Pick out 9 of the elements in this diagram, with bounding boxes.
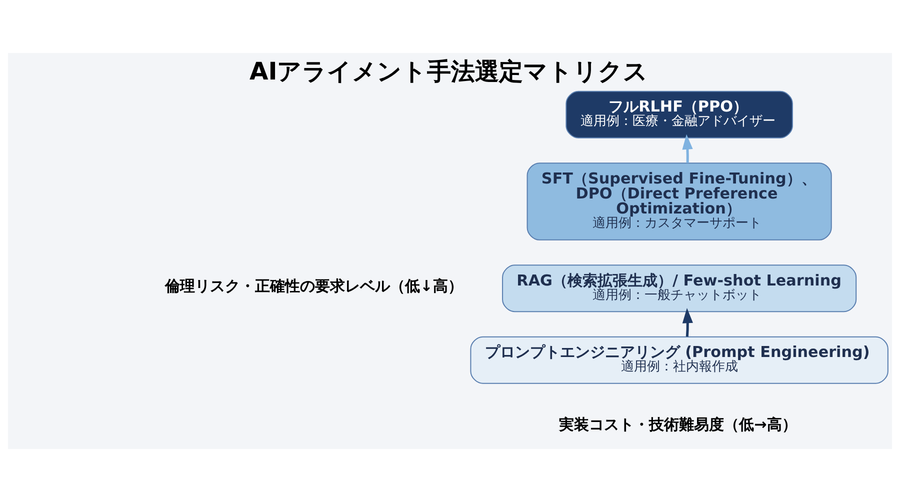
node-box: RAG（検索拡張生成）/ Few-shot Learning 適用例：一般チャットボット <box>502 264 857 312</box>
node-box: プロンプトエンジニアリング (Prompt Engineering) 適用例：社内報作成 <box>470 336 888 384</box>
arrow <box>682 308 693 337</box>
node-box: フルRLHF（PPO） 適用例：医療・金融アドバイザー <box>566 90 793 138</box>
node-box: SFT（Supervised Fine-Tuning）、 DPO（Direct Preference Optimization） 適用例：カスタマーサポート <box>526 162 832 240</box>
label: 実装コスト・技術難易度（低→高） <box>559 415 797 434</box>
label: 倫理リスク・正確性の要求レベル（低↓高） <box>165 276 463 295</box>
arrow <box>682 134 693 164</box>
diagram-title: AIアライメント手法選定マトリクス <box>249 56 648 86</box>
